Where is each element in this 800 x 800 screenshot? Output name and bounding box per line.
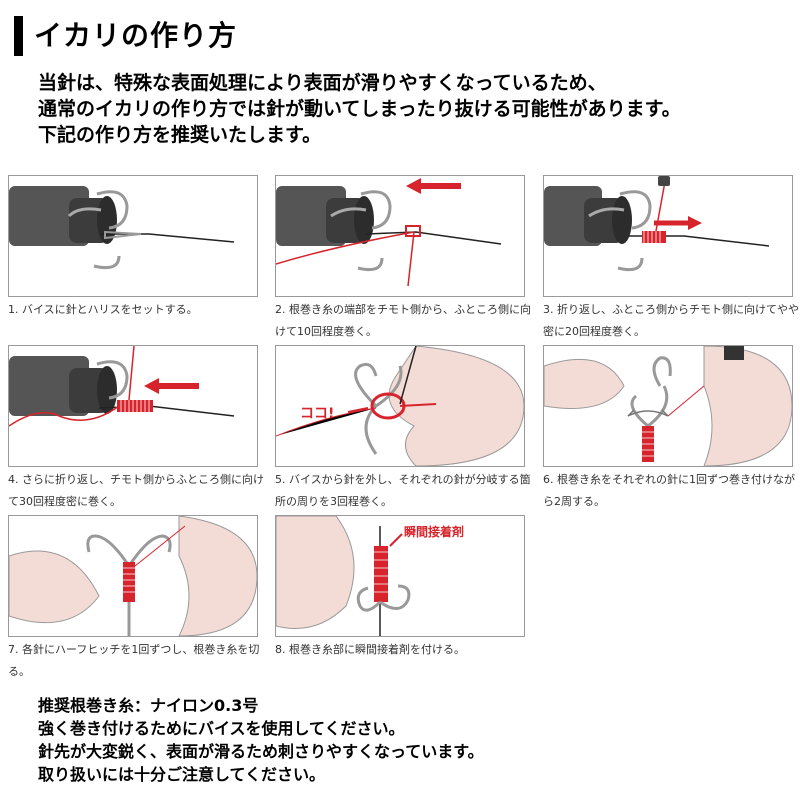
notes-line: 針先が大変鋭く、表面が滑るため刺さりやすくなっています。: [38, 742, 484, 761]
title-accent-bar: [14, 16, 23, 56]
step-3-caption: 3. 折り返し、ふところ側からチモト側に向けてやや密に20回程度巻く。: [543, 303, 799, 338]
step-2-caption: 2. 根巻き糸の端部をチモト側から、ふところ側に向けて10回程度巻く。: [275, 303, 531, 338]
step-8-callout: 瞬間接着剤: [404, 524, 464, 539]
step-4-caption: 4. さらに折り返し、チモト側からふところ側に向けて30回程度密に巻く。: [8, 473, 264, 508]
step-1-caption: 1. バイスに針とハリスをセットする。: [8, 303, 198, 316]
step-1-illustration: [8, 175, 258, 297]
step-3-illustration: [543, 175, 793, 297]
page-title: イカリの作り方: [34, 19, 238, 52]
step-8-illustration: 瞬間接着剤: [275, 515, 525, 637]
step-8-caption: 8. 根巻き糸部に瞬間接着剤を付ける。: [275, 643, 465, 656]
notes-line: 取り扱いには十分ご注意してください。: [38, 765, 326, 784]
step-7-illustration: [8, 515, 258, 637]
notes-line: 推奨根巻き糸：ナイロン0.3号: [38, 696, 259, 715]
step-5-illustration: ココ!: [275, 345, 525, 467]
intro-line: 下記の作り方を推奨いたします。: [38, 124, 322, 146]
step-5-callout: ココ!: [300, 406, 334, 422]
intro-text: 当針は、特殊な表面処理により表面が滑りやすくなっているため、 通常のイカリの作り…: [38, 70, 798, 148]
intro-line: 当針は、特殊な表面処理により表面が滑りやすくなっているため、: [38, 72, 607, 94]
notes-line: 強く巻き付けるためにバイスを使用してください。: [38, 719, 405, 738]
step-6-caption: 6. 根巻き糸をそれぞれの針に1回ずつ巻き付けながら2周する。: [543, 473, 795, 508]
step-5-caption: 5. バイスから針を外し、それぞれの針が分岐する箇所の周りを3回程巻く。: [275, 473, 531, 508]
step-4-illustration: [8, 345, 258, 467]
notes: 推奨根巻き糸：ナイロン0.3号 強く巻き付けるためにバイスを使用してください。 …: [38, 694, 484, 786]
step-2-illustration: [275, 175, 525, 297]
step-6-illustration: [543, 345, 793, 467]
intro-line: 通常のイカリの作り方では針が動いてしまったり抜ける可能性があります。: [38, 98, 681, 120]
step-7-caption: 7. 各針にハーフヒッチを1回ずつし、根巻き糸を切る。: [8, 643, 260, 678]
